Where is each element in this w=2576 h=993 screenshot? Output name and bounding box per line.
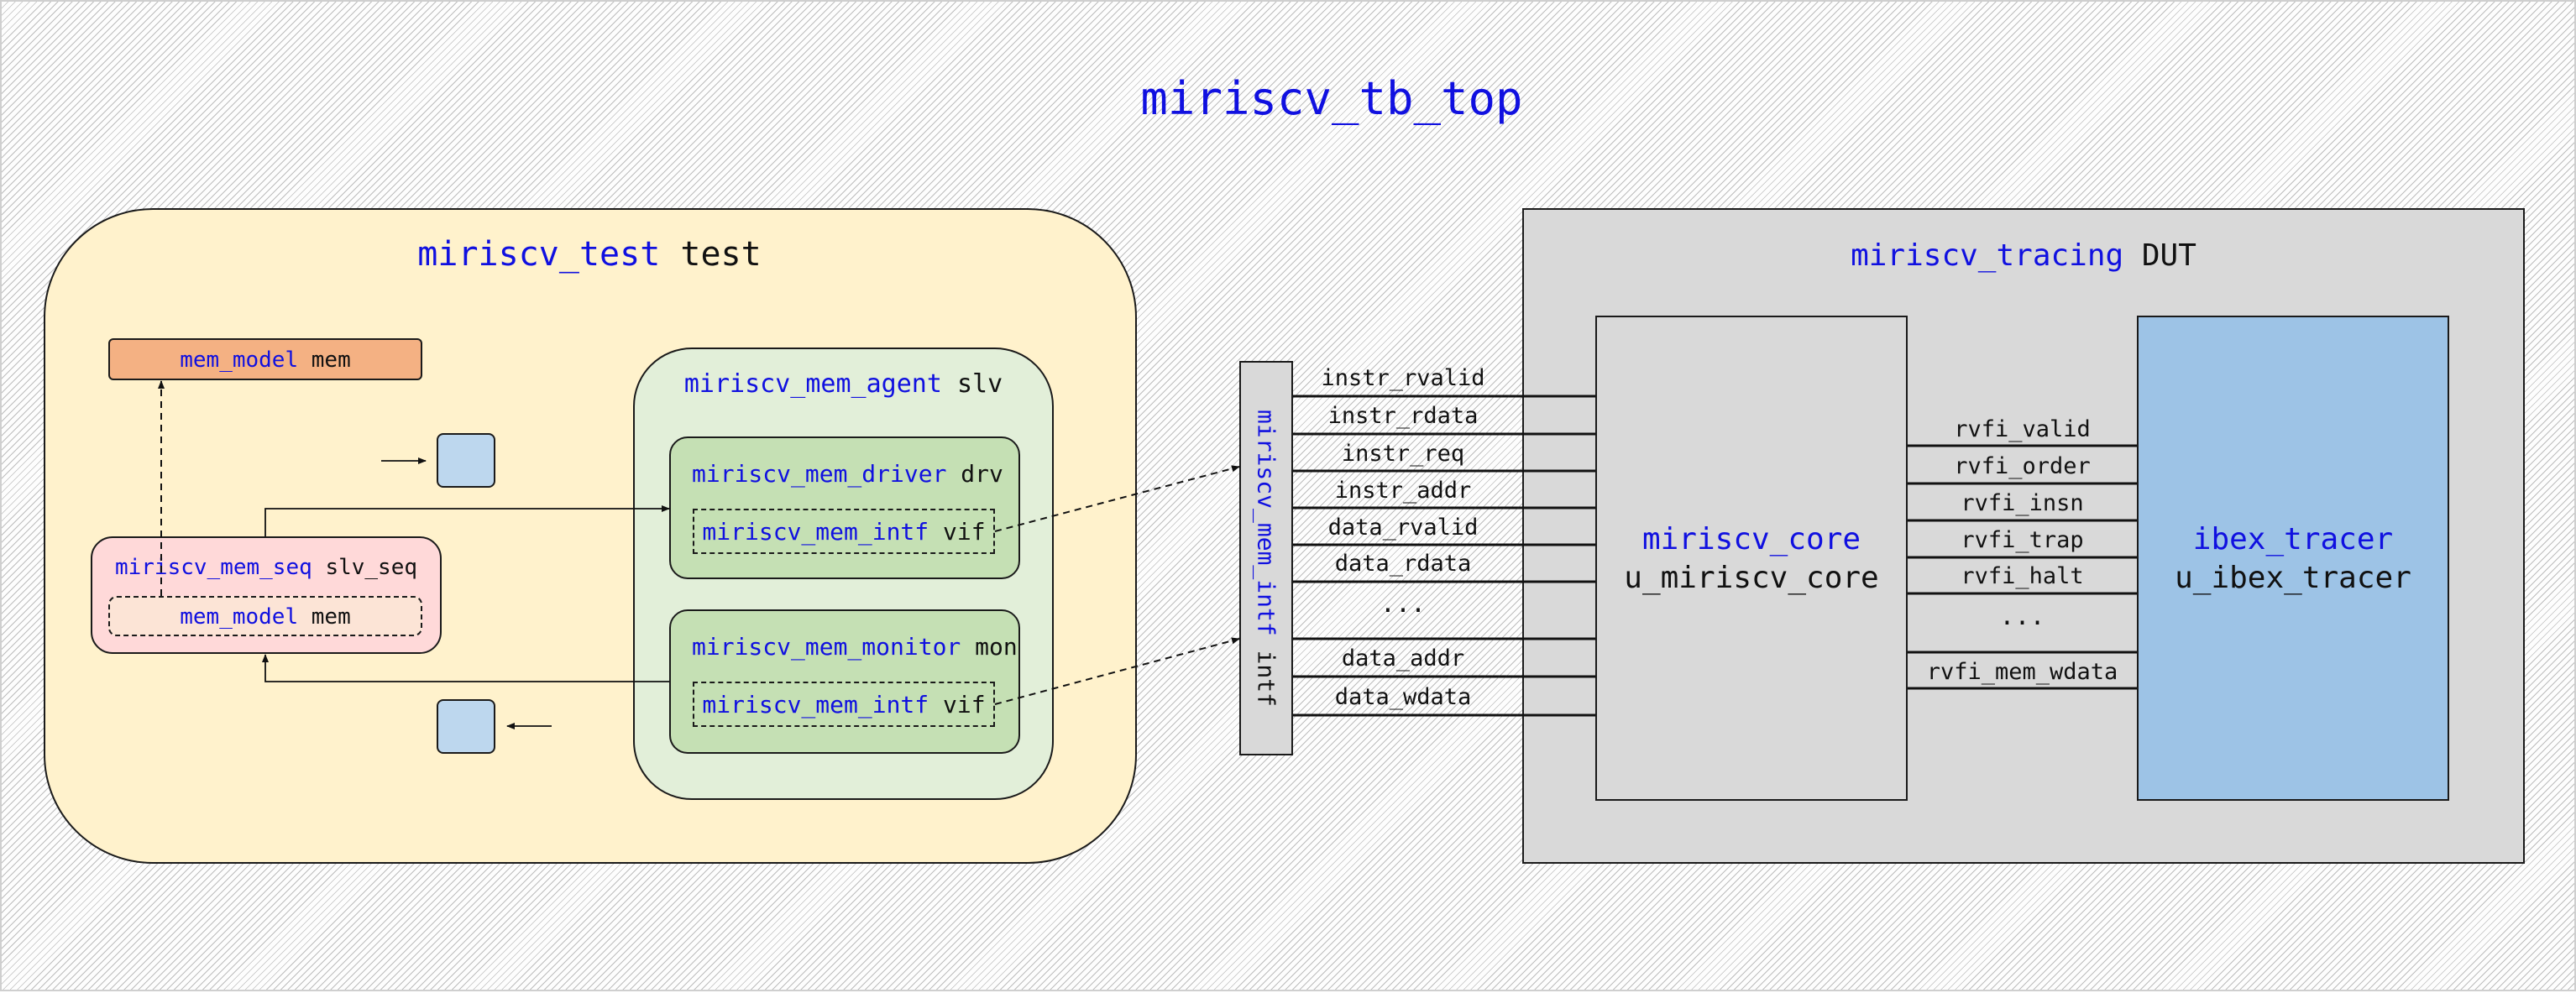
port-box-top (437, 433, 495, 488)
signal-label: instr_addr (1334, 478, 1472, 504)
signal-ellipsis: ... (1380, 589, 1427, 619)
signal-label: data_rdata (1334, 551, 1472, 577)
dut-label: miriscv_tracing DUT (1851, 238, 2196, 273)
test-label: miriscv_test test (417, 235, 762, 274)
mem-driver-label: miriscv_mem_driver drv (692, 460, 1003, 488)
rvfi-signal-label: rvfi_valid (1954, 416, 2091, 442)
tracer-inst-label: u_ibex_tracer (2175, 561, 2411, 595)
seq-to-driver-arrow (264, 505, 670, 536)
signal-label: data_addr (1341, 645, 1465, 672)
mem-intf-block (1239, 361, 1293, 755)
rvfi-signal-label: rvfi_order (1954, 453, 2091, 479)
rvfi-signal-lines (1908, 444, 2137, 690)
rvfi-signal-label: rvfi_insn (1961, 490, 2084, 516)
monitor-vif-label: miriscv_mem_intf vif (702, 691, 986, 719)
diagram-title: miriscv_tb_top (1140, 72, 1523, 125)
signal-label: instr_req (1341, 441, 1465, 467)
core-class-label: miriscv_core (1641, 522, 1861, 557)
monitor-to-seq-arrow (262, 654, 669, 682)
driver-vif-label: miriscv_mem_intf vif (702, 518, 986, 546)
core-block (1595, 316, 1908, 801)
mem-model-label: mem_model mem (180, 348, 351, 373)
mem-agent-label: miriscv_mem_agent slv (683, 369, 1003, 399)
signal-label: instr_rdata (1327, 403, 1479, 429)
mem-seq-label: miriscv_mem_seq slv_seq (114, 555, 418, 580)
rvfi-signal-ellipsis: ... (1999, 602, 2045, 631)
mem-monitor-label: miriscv_mem_monitor mon (692, 633, 1018, 661)
tracer-block (2137, 316, 2449, 801)
rvfi-signal-label: rvfi_trap (1961, 527, 2084, 553)
mem-driver-block (669, 436, 1020, 579)
core-inst-label: u_miriscv_core (1624, 561, 1879, 595)
mem-model-block (108, 338, 422, 380)
signal-label: data_rvalid (1327, 515, 1479, 541)
seq-mem-model-block (108, 596, 422, 636)
mem-signal-lines (1293, 395, 1595, 717)
tracer-class-label: ibex_tracer (2192, 522, 2394, 557)
rvfi-signal-label: rvfi_halt (1961, 563, 2084, 589)
seq-mem-model-label: mem_model mem (180, 604, 351, 630)
monitor-vif-block (693, 682, 995, 727)
port-box-bottom (437, 699, 495, 754)
rvfi-signal-label: rvfi_mem_wdata (1926, 659, 2118, 685)
monitor-vif-to-intf-arrow (994, 637, 1240, 705)
driver-vif-to-intf-arrow (994, 465, 1240, 532)
signal-label: data_wdata (1334, 684, 1472, 710)
signal-label: instr_rvalid (1321, 365, 1485, 391)
driver-vif-block (693, 509, 995, 554)
